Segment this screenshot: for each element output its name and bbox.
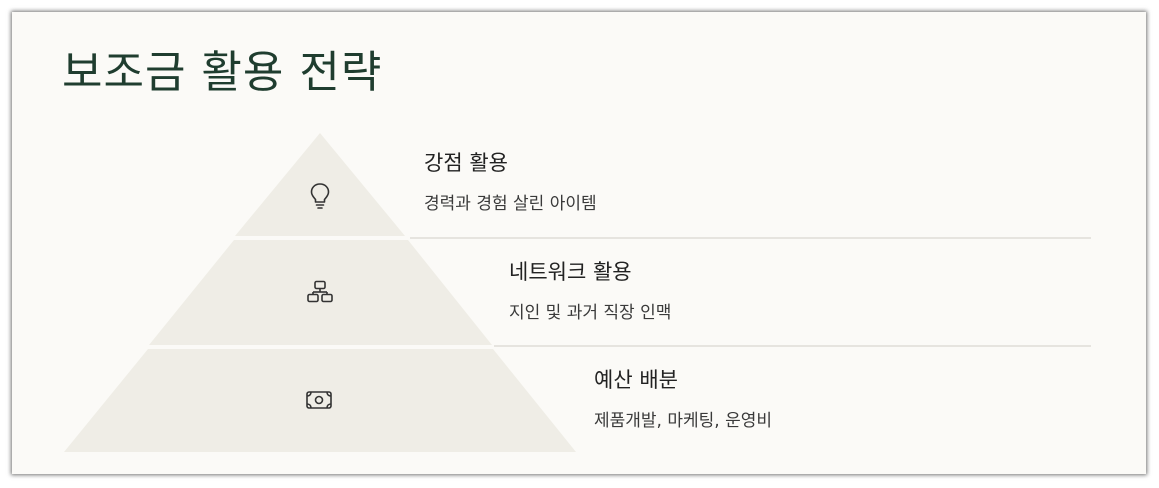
level-3-description: 제품개발, 마케팅, 운영비 — [594, 411, 773, 431]
pyramid-tier-bottom — [64, 349, 576, 452]
level-1-description: 경력과 경험 살린 아이템 — [424, 194, 597, 214]
level-2-heading: 네트워크 활용 — [509, 260, 632, 284]
level-3-heading: 예산 배분 — [594, 368, 678, 392]
divider-1 — [410, 237, 1091, 239]
slide: 보조금 활용 전략 — [12, 12, 1146, 474]
page-title: 보조금 활용 전략 — [62, 47, 383, 98]
lightbulb-icon — [308, 182, 332, 214]
pyramid — [64, 133, 576, 452]
divider-2 — [494, 345, 1091, 347]
money-icon — [305, 389, 333, 415]
level-2-description: 지인 및 과거 직장 인맥 — [509, 303, 672, 323]
network-icon — [306, 280, 334, 308]
level-1-heading: 강점 활용 — [424, 151, 508, 175]
